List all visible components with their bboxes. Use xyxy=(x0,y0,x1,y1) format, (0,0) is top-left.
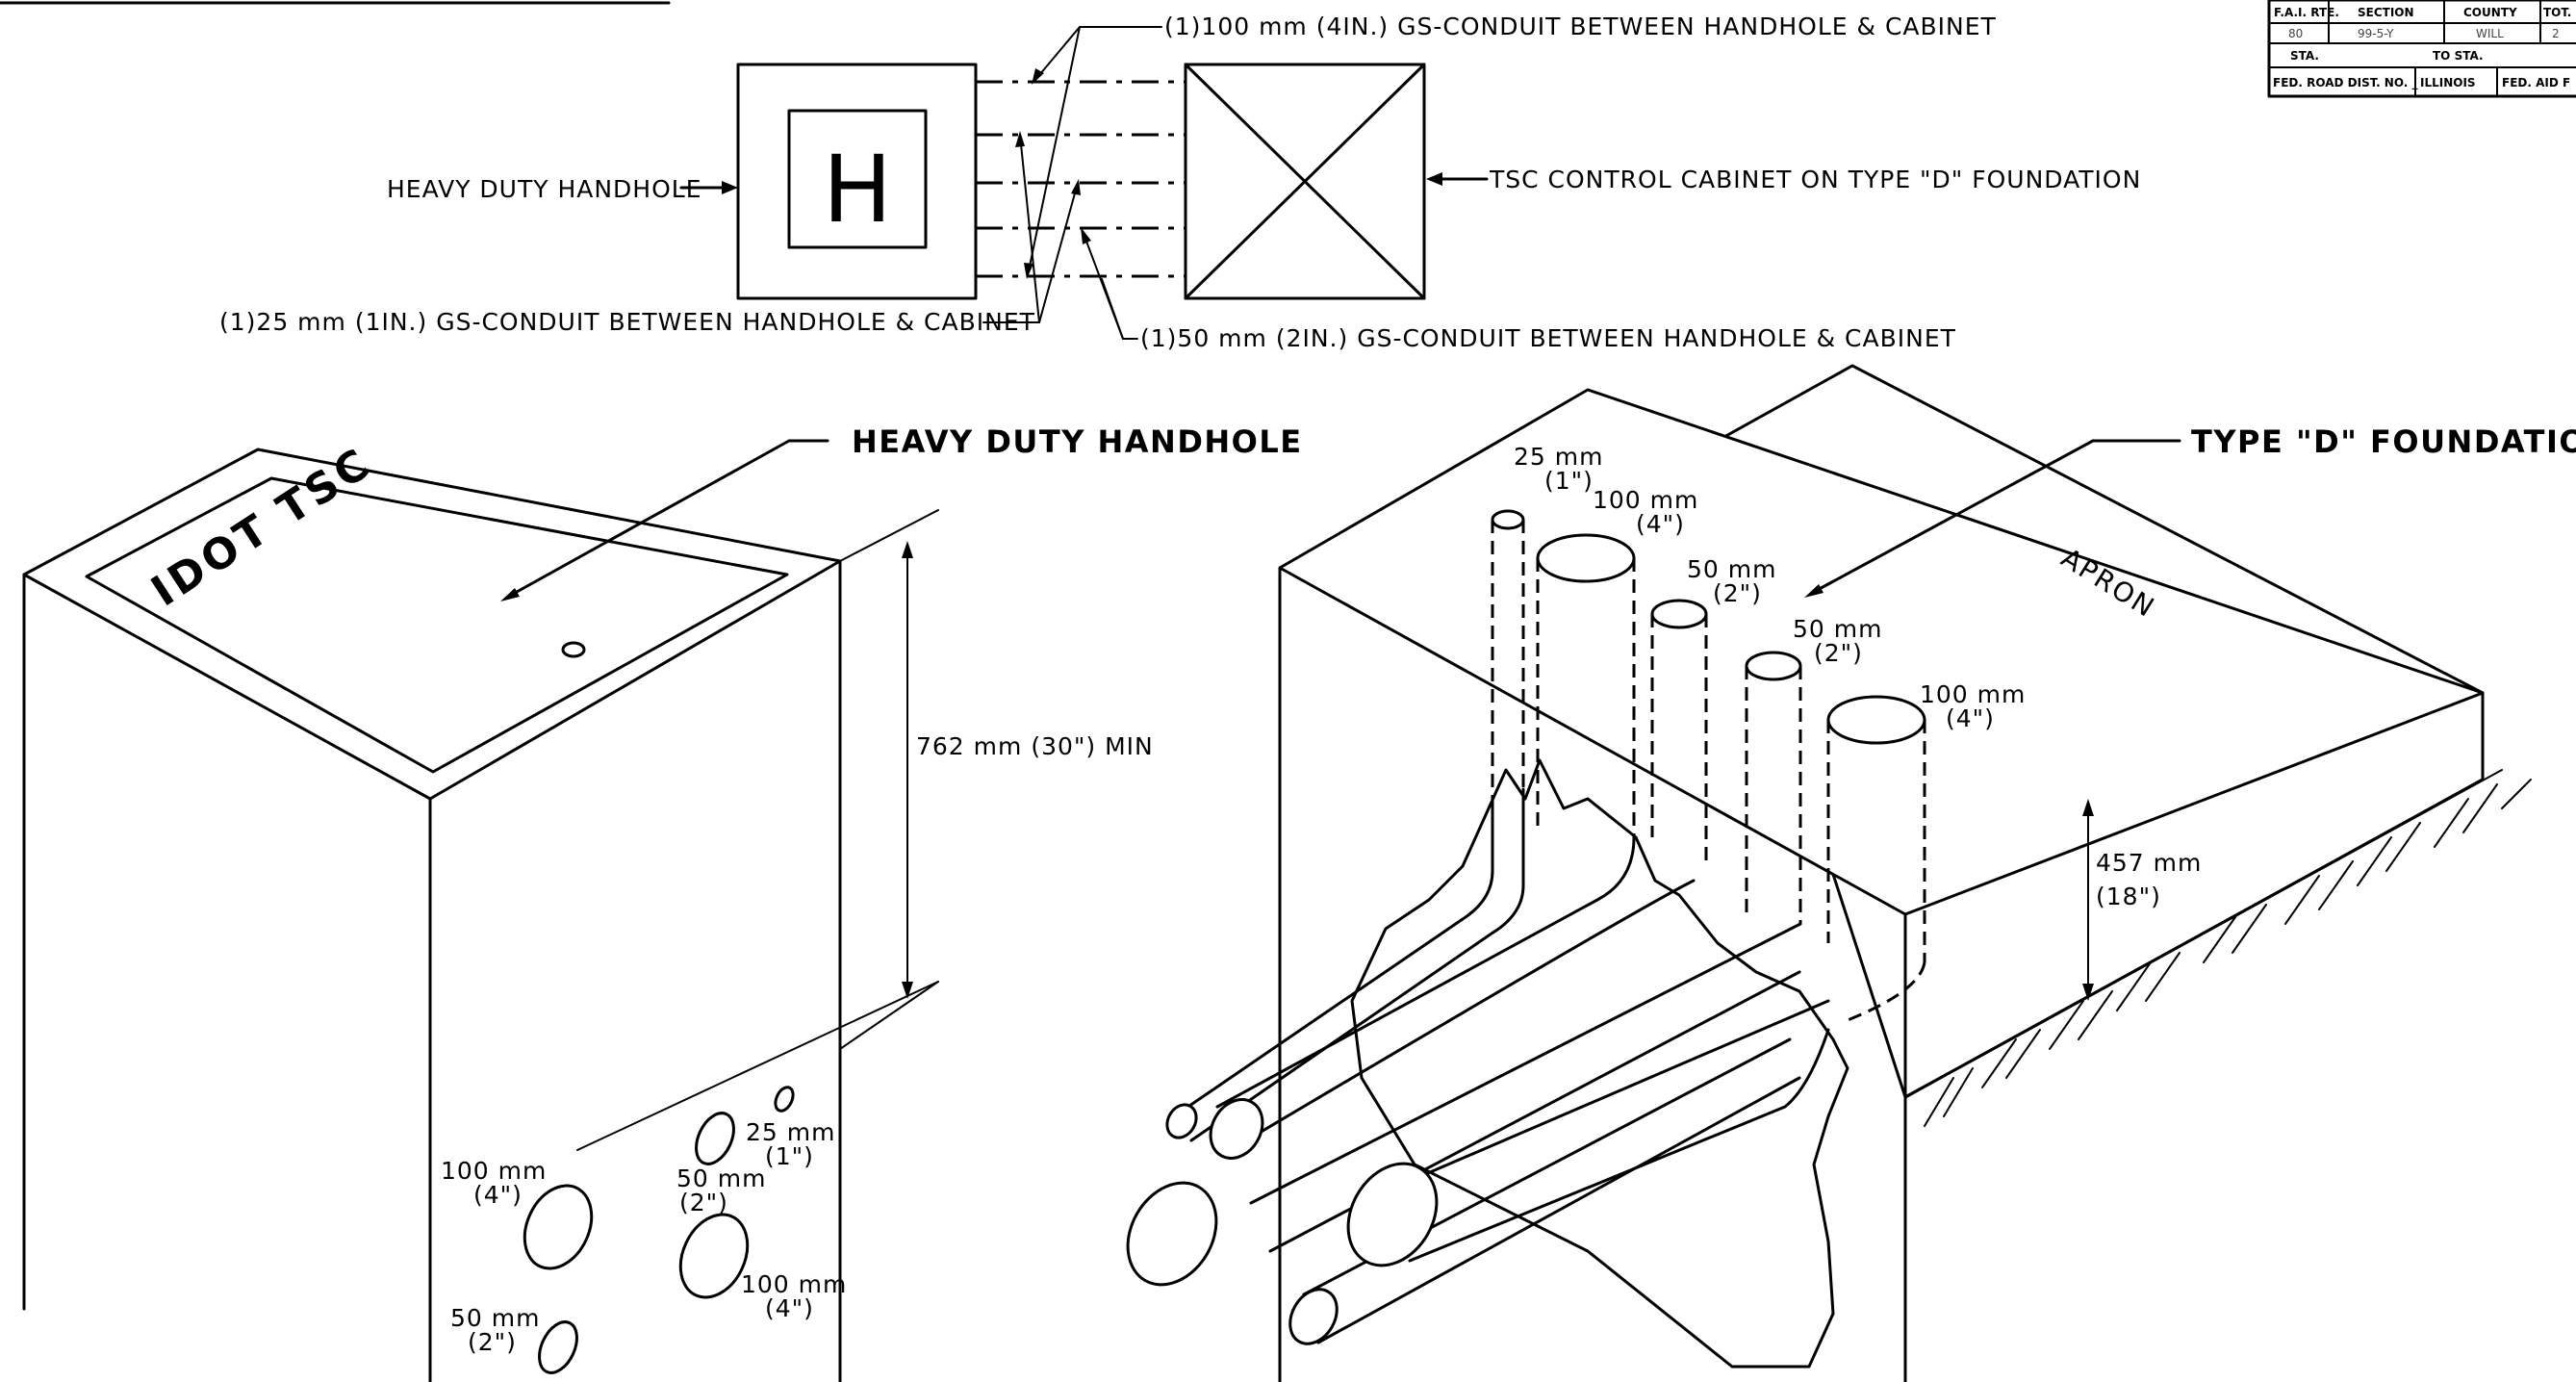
tb-header-county: COUNTY xyxy=(2463,6,2517,19)
opening-100-left xyxy=(523,1184,594,1270)
opening-50-bottom xyxy=(538,1320,578,1374)
conduit-end-100 xyxy=(1126,1181,1218,1287)
tb-to-sta-label: TO STA. xyxy=(2433,49,2484,63)
conduit-sweep-100b xyxy=(1379,999,1830,1195)
opening-label: 50 mm xyxy=(676,1164,766,1192)
foundation-depth-metric: 457 mm xyxy=(2096,849,2202,877)
tb-header-rte: F.A.I. RTE. xyxy=(2274,6,2339,19)
opening-25 xyxy=(774,1086,795,1113)
handhole-lid xyxy=(85,476,789,774)
opening-label: 100 mm xyxy=(741,1270,847,1298)
plan-view: H HEAVY DUTY HANDHOLE TSC CONTROL CABINE… xyxy=(219,13,2141,352)
label-conduit-100: (1)100 mm (4IN.) GS-CONDUIT BETWEEN HAND… xyxy=(1164,13,1997,40)
foundation-conduit-label: (4") xyxy=(1946,704,1995,732)
conduit-end-100b xyxy=(1346,1162,1439,1267)
label-heavy-duty-handhole-plan: HEAVY DUTY HANDHOLE xyxy=(387,175,702,203)
lid-lifting-hole xyxy=(561,641,586,658)
foundation-conduit-label: 50 mm xyxy=(1793,615,1882,643)
label-conduit-50: (1)50 mm (2IN.) GS-CONDUIT BETWEEN HANDH… xyxy=(1140,324,1956,352)
conduit-sweep-25 xyxy=(1172,797,1494,1118)
tb-value-rte: 80 xyxy=(2288,27,2303,40)
cutaway-break-upper xyxy=(1350,758,1849,1369)
title-block: F.A.I. RTE. SECTION COUNTY TOT. SHE. 80 … xyxy=(2267,0,2576,98)
tb-sta-label: STA. xyxy=(2290,49,2319,63)
foundation-conduit-top-100 xyxy=(1536,533,1636,583)
tb-illinois: ILLINOIS xyxy=(2420,76,2476,90)
foundation-top-face xyxy=(1278,388,2485,916)
foundation-isometric-view: APRON 457 mm (18") xyxy=(1126,364,2576,1382)
tb-header-sheets: TOT. SHE. xyxy=(2543,6,2576,19)
opening-label: 100 mm xyxy=(441,1157,547,1185)
opening-label: 50 mm xyxy=(450,1304,540,1332)
tb-value-sheets: 2 xyxy=(2552,27,2560,40)
tb-road-dist: FED. ROAD DIST. NO. _ xyxy=(2273,76,2418,90)
opening-label: (4") xyxy=(473,1181,523,1209)
foundation-conduit-label: (4") xyxy=(1636,510,1685,538)
ground-hatch xyxy=(1904,769,2532,1127)
handhole-view-title: HEAVY DUTY HANDHOLE xyxy=(852,423,1303,460)
opening-label: (2") xyxy=(679,1189,728,1216)
foundation-conduit-label: 50 mm xyxy=(1687,555,1776,583)
handhole-symbol-inner xyxy=(787,109,928,249)
foundation-view-title: TYPE "D" FOUNDATION xyxy=(2191,423,2576,460)
opening-100-right xyxy=(678,1213,750,1299)
opening-label: (4") xyxy=(765,1294,814,1322)
foundation-conduit-top-50b xyxy=(1745,651,1802,681)
opening-50-mid xyxy=(695,1112,735,1165)
foundation-depth-imperial: (18") xyxy=(2096,883,2161,910)
label-tsc-cabinet: TSC CONTROL CABINET ON TYPE "D" FOUNDATI… xyxy=(1489,166,2141,193)
handhole-isometric-view: IDOT TSC HEAVY DUTY HANDHOLE 762 mm (30"… xyxy=(22,423,1303,1382)
foundation-conduit-top-50a xyxy=(1650,599,1708,629)
foundation-conduit-label: (1") xyxy=(1544,467,1594,495)
foundation-conduit-label: (2") xyxy=(1814,639,1863,667)
tb-value-county: WILL xyxy=(2476,27,2504,40)
foundation-conduit-label: (2") xyxy=(1713,579,1762,607)
tb-header-section: SECTION xyxy=(2358,6,2414,19)
label-conduit-25: (1)25 mm (1IN.) GS-CONDUIT BETWEEN HANDH… xyxy=(219,308,1035,336)
tb-value-section: 99-5-Y xyxy=(2358,27,2394,40)
conduit-end-25 xyxy=(1165,1103,1198,1139)
foundation-conduit-label: 25 mm xyxy=(1514,443,1603,471)
handhole-depth-dim: 762 mm (30") MIN xyxy=(916,732,1154,760)
foundation-conduit-top-25 xyxy=(1491,509,1525,530)
conduit-end-50 xyxy=(1209,1098,1264,1160)
foundation-conduit-label: 100 mm xyxy=(1593,486,1698,514)
handhole-top-face xyxy=(22,448,842,801)
conduit-end-50b xyxy=(1288,1288,1339,1345)
foundation-conduit-label: 100 mm xyxy=(1920,680,2026,708)
opening-label: 25 mm xyxy=(746,1118,835,1146)
foundation-conduit-top-100b xyxy=(1826,695,1926,745)
tb-fed-aid: FED. AID F xyxy=(2502,76,2570,90)
handhole-symbol-letter: H xyxy=(823,136,892,243)
opening-label: (1") xyxy=(765,1142,814,1170)
opening-label: (2") xyxy=(468,1328,517,1356)
conduit-sweep-100 xyxy=(1215,835,1636,1109)
conduit-sweep-50 xyxy=(1249,922,1802,1205)
